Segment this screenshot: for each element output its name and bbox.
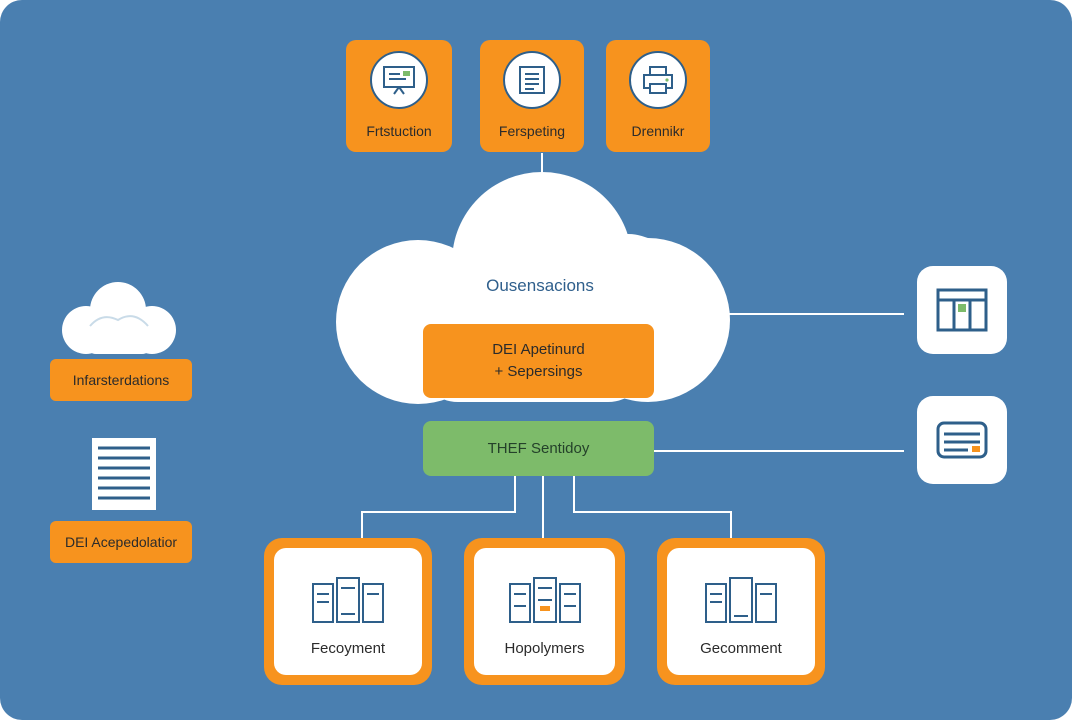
bottom-node-inner: Fecoyment (274, 548, 422, 675)
right-node-window (917, 266, 1007, 354)
top-node-printer: Drennikr (606, 40, 710, 152)
server-rack-icon (312, 577, 384, 623)
server-rack-icon (508, 577, 581, 623)
top-node-presentation: Frtstuction (346, 40, 452, 152)
storage-drive-icon (936, 421, 988, 459)
presentation-ring (370, 51, 428, 109)
right-node-storage (917, 396, 1007, 484)
top-node-label: Frtstuction (366, 123, 432, 139)
top-node-label: Ferspeting (498, 123, 566, 139)
bottom-node-2: Hopolymers (464, 538, 625, 685)
server-rack-icon (705, 577, 777, 623)
document-stack-icon (92, 438, 156, 510)
document-icon (519, 66, 545, 94)
small-cloud-icon (62, 282, 176, 354)
bottom-node-label: Fecoyment (310, 640, 386, 657)
bottom-node-inner: Hopolymers (474, 548, 615, 675)
connector-hub-to-bottom-right (573, 476, 732, 540)
presentation-board-icon (383, 66, 415, 95)
window-frame-icon (936, 288, 988, 332)
hub-box: THEF Sentidoy (423, 421, 654, 476)
cloud-service-line-1: DEI Apetinurd (492, 341, 585, 358)
cloud-service-box: DEI Apetinurd + Sepersings (423, 324, 654, 398)
top-node-label: Drennikr (631, 123, 685, 139)
left-label-2: DEI Acepedolatior (64, 534, 178, 550)
cloud-service-line-2: + Sepersings (494, 363, 583, 380)
bottom-node-3: Gecomment (657, 538, 825, 685)
bottom-node-label: Hopolymers (504, 640, 585, 657)
printer-ring (629, 51, 687, 109)
left-label-1: Infarsterdations (72, 372, 170, 388)
connector-hub-to-bottom-left (361, 476, 516, 540)
top-node-document: Ferspeting (480, 40, 584, 152)
cloud-title: Ousensacions (486, 276, 594, 295)
bottom-node-label: Gecomment (700, 640, 782, 657)
document-ring (503, 51, 561, 109)
bottom-node-1: Fecoyment (264, 538, 432, 685)
printer-icon (643, 66, 673, 94)
left-label-infrastructure: Infarsterdations (50, 359, 192, 401)
hub-label: THEF Sentidoy (487, 440, 590, 457)
left-label-accelerator: DEI Acepedolatior (50, 521, 192, 563)
bottom-node-inner: Gecomment (667, 548, 815, 675)
